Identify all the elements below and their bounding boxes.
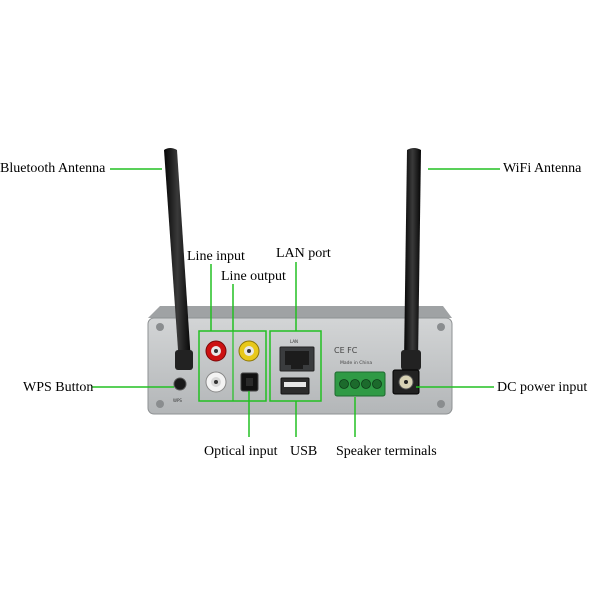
label-usb: USB: [290, 444, 318, 459]
screw-icon: [156, 400, 164, 408]
label-bluetooth-antenna: Bluetooth Antenna: [0, 161, 106, 176]
label-optical-input: Optical input: [204, 444, 278, 459]
speaker-terminals-icon: [334, 371, 386, 397]
screw-icon: [156, 323, 164, 331]
bluetooth-antenna-icon: [164, 148, 193, 370]
label-dc-power-input: DC power input: [497, 380, 588, 395]
label-wifi-antenna: WiFi Antenna: [503, 161, 582, 176]
wifi-antenna-icon: [401, 148, 421, 370]
label-wps-button: WPS Button: [23, 380, 94, 395]
screw-icon: [437, 323, 445, 331]
certification-text: CE FC: [334, 346, 358, 355]
wps-button-icon: [173, 377, 187, 391]
made-in-text: Made in China: [340, 360, 372, 366]
label-line-input: Line input: [187, 249, 245, 264]
label-lan-port: LAN port: [276, 246, 331, 261]
wps-small-text: WPS: [173, 398, 182, 403]
label-line-output: Line output: [221, 269, 286, 284]
lan-small-text: LAN: [290, 339, 298, 344]
chassis-top: [148, 306, 452, 318]
screw-icon: [437, 400, 445, 408]
label-speaker-terminals: Speaker terminals: [336, 444, 437, 459]
